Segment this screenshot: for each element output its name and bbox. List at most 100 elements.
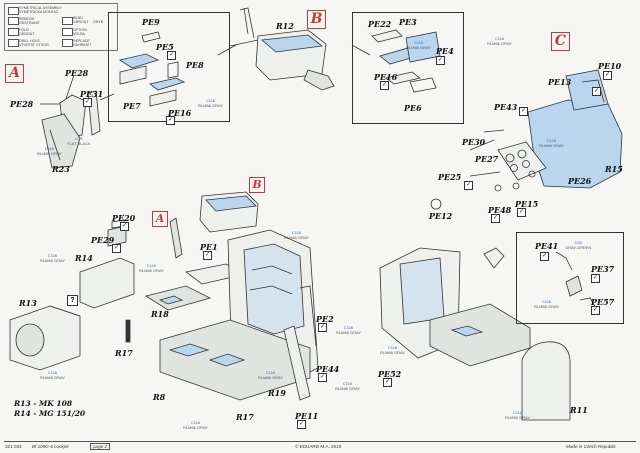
part-label: PE26 bbox=[568, 176, 592, 186]
part-label: PE29 bbox=[91, 235, 115, 245]
check-box: ✓ bbox=[517, 208, 526, 217]
part-label: PE52 bbox=[378, 369, 402, 379]
subassembly-frame-right-detail bbox=[516, 232, 624, 324]
part-label: PE2 bbox=[316, 314, 334, 324]
section-letter-b: B bbox=[307, 10, 326, 29]
section-letter-a: A bbox=[5, 64, 24, 83]
part-label: PE10 bbox=[598, 61, 622, 71]
check-box: ✓ bbox=[380, 81, 389, 90]
part-label: PE31 bbox=[80, 89, 104, 99]
check-box: ✓ bbox=[318, 373, 327, 382]
check-box: ✓ bbox=[540, 252, 549, 261]
remove-icon bbox=[8, 17, 19, 25]
part-label: PE48 bbox=[488, 205, 512, 215]
part-label: R17 bbox=[236, 412, 254, 422]
legend-text: OHNOUT bbox=[19, 32, 35, 36]
check-box: ✓ bbox=[383, 378, 392, 387]
check-box: ✓ bbox=[591, 274, 600, 283]
part-label: PE4 bbox=[436, 46, 454, 56]
check-box: ✓ bbox=[519, 107, 528, 116]
check-box: ✓ bbox=[464, 181, 473, 190]
footer-code: 321 033 bbox=[5, 444, 22, 449]
part-label: PE57 bbox=[591, 297, 615, 307]
part-label: PE30 bbox=[462, 137, 486, 147]
check-box: ✓ bbox=[318, 323, 327, 332]
part-label: PE15 bbox=[515, 199, 539, 209]
check-box: ✓ bbox=[83, 98, 92, 107]
part-label: PE44 bbox=[316, 364, 340, 374]
replace-icon bbox=[62, 39, 73, 47]
legend-text: REMOVE bbox=[19, 17, 35, 21]
check-box: ✓ bbox=[436, 56, 445, 65]
check-box: ✓ bbox=[120, 222, 129, 231]
part-label: PE37 bbox=[591, 264, 615, 274]
check-box: ✓ bbox=[591, 306, 600, 315]
legend-text: OHYB bbox=[93, 20, 104, 24]
legend-text: ODSTRANIT bbox=[19, 21, 40, 25]
subassembly-frame-right-top bbox=[352, 12, 464, 124]
footer-copyright: © EDUARD M.A. 2010 bbox=[295, 444, 342, 449]
part-label: PE16 bbox=[374, 72, 398, 82]
symmetrical-icon bbox=[8, 7, 19, 15]
drill-icon bbox=[8, 39, 19, 47]
fold-icon bbox=[8, 28, 19, 36]
part-label: R8 bbox=[153, 392, 166, 402]
part-label: PE12 bbox=[429, 211, 453, 221]
bend-icon bbox=[62, 17, 73, 25]
footer-divider bbox=[4, 441, 636, 442]
part-label: R23 bbox=[52, 164, 70, 174]
part-label: PE11 bbox=[295, 411, 319, 421]
engine-note-line: R14 - MG 151/20 bbox=[14, 409, 86, 418]
legend-text: OPTION bbox=[73, 28, 87, 32]
section-letter-b-ref: B bbox=[249, 177, 265, 193]
check-box: ✓ bbox=[167, 51, 176, 60]
legend-text: OHNOUT bbox=[73, 20, 89, 24]
legend-text: VYVRTAT OTVOR bbox=[19, 43, 49, 47]
part-label: PE5 bbox=[156, 42, 174, 52]
check-box: ✓ bbox=[592, 87, 601, 96]
part-label: PE13 bbox=[548, 77, 572, 87]
legend-text: FOLD bbox=[19, 28, 29, 32]
footer-made: Made in Czech Republic bbox=[566, 444, 616, 449]
check-box: ✓ bbox=[491, 214, 500, 223]
part-label: PE9 bbox=[142, 17, 160, 27]
part-label: R11 bbox=[570, 405, 588, 415]
part-label: R17 bbox=[115, 348, 133, 358]
part-label: PE41 bbox=[535, 241, 559, 251]
part-label: PE7 bbox=[123, 101, 141, 111]
legend-text: VOLBA bbox=[73, 32, 85, 36]
part-label: R15 bbox=[605, 164, 623, 174]
part-label: R14 bbox=[75, 253, 93, 263]
part-label: PE28 bbox=[65, 68, 89, 78]
part-label: PE27 bbox=[475, 154, 499, 164]
part-label: PE28 bbox=[10, 99, 34, 109]
section-letter-c: C bbox=[551, 32, 570, 51]
check-box: ✓ bbox=[112, 244, 121, 253]
part-label: R13 bbox=[19, 298, 37, 308]
check-box: ✓ bbox=[603, 71, 612, 80]
legend-text: SYMETRICKA MONTAZ bbox=[19, 10, 59, 14]
part-label: R19 bbox=[268, 388, 286, 398]
part-label: R12 bbox=[276, 21, 294, 31]
symbol-legend: SYMETRICAL ASSEMBLY SYMETRICKA MONTAZ RE… bbox=[4, 3, 118, 51]
legend-text: NAHRADIT bbox=[73, 43, 92, 47]
legend-text: REPLACE bbox=[73, 39, 90, 43]
part-label: PE3 bbox=[399, 17, 417, 27]
part-label: PE6 bbox=[404, 103, 422, 113]
part-label: PE20 bbox=[112, 213, 136, 223]
